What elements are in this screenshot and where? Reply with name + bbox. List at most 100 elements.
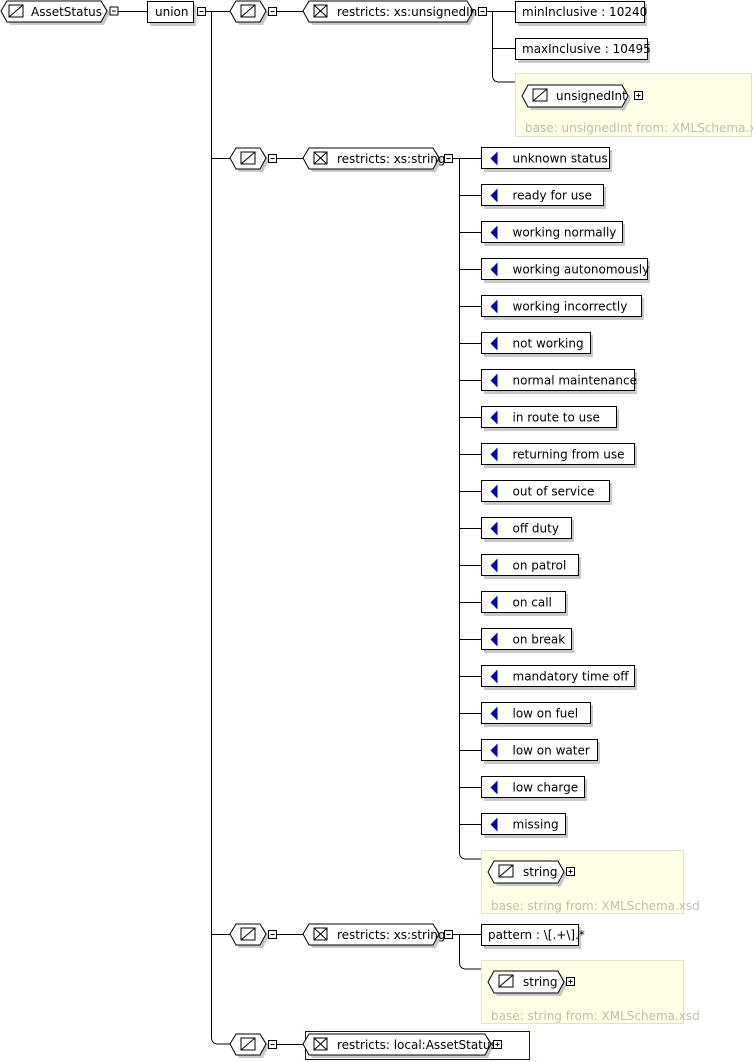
branch3-base-panel: string base: string from: XMLSchema.xsd (481, 960, 700, 1024)
enumeration-label: on call (513, 596, 552, 610)
enumeration-item[interactable]: not working (481, 332, 594, 358)
enumeration-item[interactable]: mandatory time off (481, 665, 638, 691)
branch1-restriction-toggle[interactable] (478, 7, 487, 16)
branch2-restriction[interactable]: restricts: xs:string (302, 147, 446, 172)
base-note: base: string from: XMLSchema.xsd (491, 1009, 700, 1023)
facet-max-inclusive[interactable]: maxInclusive : 10495 (515, 38, 651, 64)
base-type-expand[interactable] (634, 91, 643, 100)
svg-text:unsignedInt: unsignedInt (556, 89, 627, 103)
branch1-restriction[interactable]: restricts: xs:unsignedInt (302, 0, 482, 25)
enumeration-label: returning from use (513, 448, 625, 462)
base-note: base: unsignedInt from: XMLSchema.xsd (525, 121, 753, 135)
branch2-restriction-toggle[interactable] (444, 154, 453, 163)
branch1-restricts-label: restricts: xs:unsignedInt (337, 5, 482, 19)
enumeration-item[interactable]: working incorrectly (481, 295, 645, 321)
enumeration-item[interactable]: normal maintenance (481, 369, 638, 395)
enumeration-label: ready for use (513, 189, 593, 203)
union-toggle[interactable] (197, 7, 206, 16)
union-node[interactable]: union (147, 1, 197, 27)
enumeration-item[interactable]: missing (481, 813, 569, 839)
enumeration-arrow-icon (490, 669, 498, 684)
enumeration-item[interactable]: working normally (481, 221, 626, 247)
branch4-expand[interactable] (493, 1040, 502, 1049)
simple-type-icon (240, 927, 256, 941)
branch3-restriction[interactable]: restricts: xs:string (302, 923, 446, 948)
branch2-base-panel: string base: string from: XMLSchema.xsd (481, 850, 700, 914)
enumeration-arrow-icon (490, 225, 498, 240)
enumeration-arrow-icon (490, 262, 498, 277)
enumeration-item[interactable]: low on water (481, 739, 601, 765)
enumeration-label: normal maintenance (513, 374, 637, 388)
enumeration-list: unknown status ready for use working norma… (481, 147, 651, 839)
enumeration-label: working incorrectly (513, 300, 628, 314)
enumeration-arrow-icon (490, 484, 498, 499)
enumeration-item[interactable]: unknown status (481, 147, 613, 173)
branch2-toggle[interactable] (268, 154, 277, 163)
enumeration-arrow-icon (490, 558, 498, 573)
enumeration-label: working autonomously (513, 263, 650, 277)
enumeration-item[interactable]: ready for use (481, 184, 607, 210)
enumeration-item[interactable]: on break (481, 628, 575, 654)
simple-type-icon (532, 88, 548, 102)
enumeration-label: off duty (513, 522, 559, 536)
enumeration-arrow-icon (490, 373, 498, 388)
enumeration-arrow-icon (490, 595, 498, 610)
base-type-expand[interactable] (566, 867, 575, 876)
enumeration-label: missing (513, 818, 559, 832)
enumeration-item[interactable]: out of service (481, 480, 613, 506)
enumeration-label: on patrol (513, 559, 567, 573)
enumeration-item[interactable]: in route to use (481, 406, 620, 432)
enumeration-item[interactable]: on call (481, 591, 569, 617)
enumeration-arrow-icon (490, 780, 498, 795)
union-label: union (155, 5, 189, 19)
branch3-simple-type[interactable] (229, 923, 269, 948)
branch3-restriction-toggle[interactable] (444, 930, 453, 939)
branch2-simple-type[interactable] (229, 147, 269, 172)
branch1-simple-type[interactable] (229, 0, 269, 25)
base-type-expand[interactable] (566, 977, 575, 986)
enumeration-item[interactable]: working autonomously (481, 258, 651, 284)
branch3-toggle[interactable] (268, 930, 277, 939)
enumeration-arrow-icon (490, 521, 498, 536)
enumeration-label: low charge (513, 781, 579, 795)
enumeration-item[interactable]: off duty (481, 517, 575, 543)
root-simple-type[interactable]: AssetStatus (0, 0, 110, 25)
simple-type-icon (240, 1037, 256, 1051)
svg-text:string: string (523, 975, 557, 989)
enumeration-label: in route to use (513, 411, 600, 425)
simple-type-icon (240, 4, 256, 18)
base-type-string[interactable]: string (487, 970, 567, 996)
root-toggle[interactable] (109, 6, 119, 16)
branch4-toggle[interactable] (268, 1040, 277, 1049)
enumeration-arrow-icon (490, 336, 498, 351)
enumeration-label: working normally (513, 226, 617, 240)
enumeration-label: not working (513, 337, 584, 351)
enumeration-item[interactable]: low on fuel (481, 702, 594, 728)
branch4-simple-type[interactable] (229, 1033, 269, 1058)
base-type-string[interactable]: string (487, 860, 567, 886)
svg-text:string: string (523, 865, 557, 879)
svg-text:pattern : \[.+\].*: pattern : \[.+\].* (488, 928, 585, 942)
enumeration-label: low on water (513, 744, 590, 758)
enumeration-item[interactable]: returning from use (481, 443, 638, 469)
branch1-toggle[interactable] (268, 7, 277, 16)
enumeration-label: mandatory time off (513, 670, 630, 684)
enumeration-label: out of service (513, 485, 595, 499)
base-note: base: string from: XMLSchema.xsd (491, 899, 700, 913)
enumeration-item[interactable]: on patrol (481, 554, 582, 580)
enumeration-item[interactable]: low charge (481, 776, 588, 802)
branch1-base-panel: unsignedInt base: unsignedInt from: XMLS… (515, 73, 753, 137)
svg-text:maxInclusive : 10495: maxInclusive : 10495 (522, 42, 651, 56)
base-type-unsignedint[interactable]: unsignedInt (521, 84, 631, 110)
facet-min-inclusive[interactable]: minInclusive : 10240 (515, 1, 648, 27)
simple-type-icon (498, 864, 514, 878)
branch4-restriction[interactable]: restricts: local:AssetStatus (302, 1033, 497, 1058)
restriction-icon (313, 927, 328, 941)
branch4-restricts-label: restricts: local:AssetStatus (337, 1038, 497, 1052)
enumeration-arrow-icon (490, 447, 498, 462)
enumeration-arrow-icon (490, 151, 498, 166)
enumeration-label: unknown status (513, 152, 608, 166)
enumeration-arrow-icon (490, 410, 498, 425)
facet-pattern[interactable]: pattern : \[.+\].* (481, 924, 585, 950)
